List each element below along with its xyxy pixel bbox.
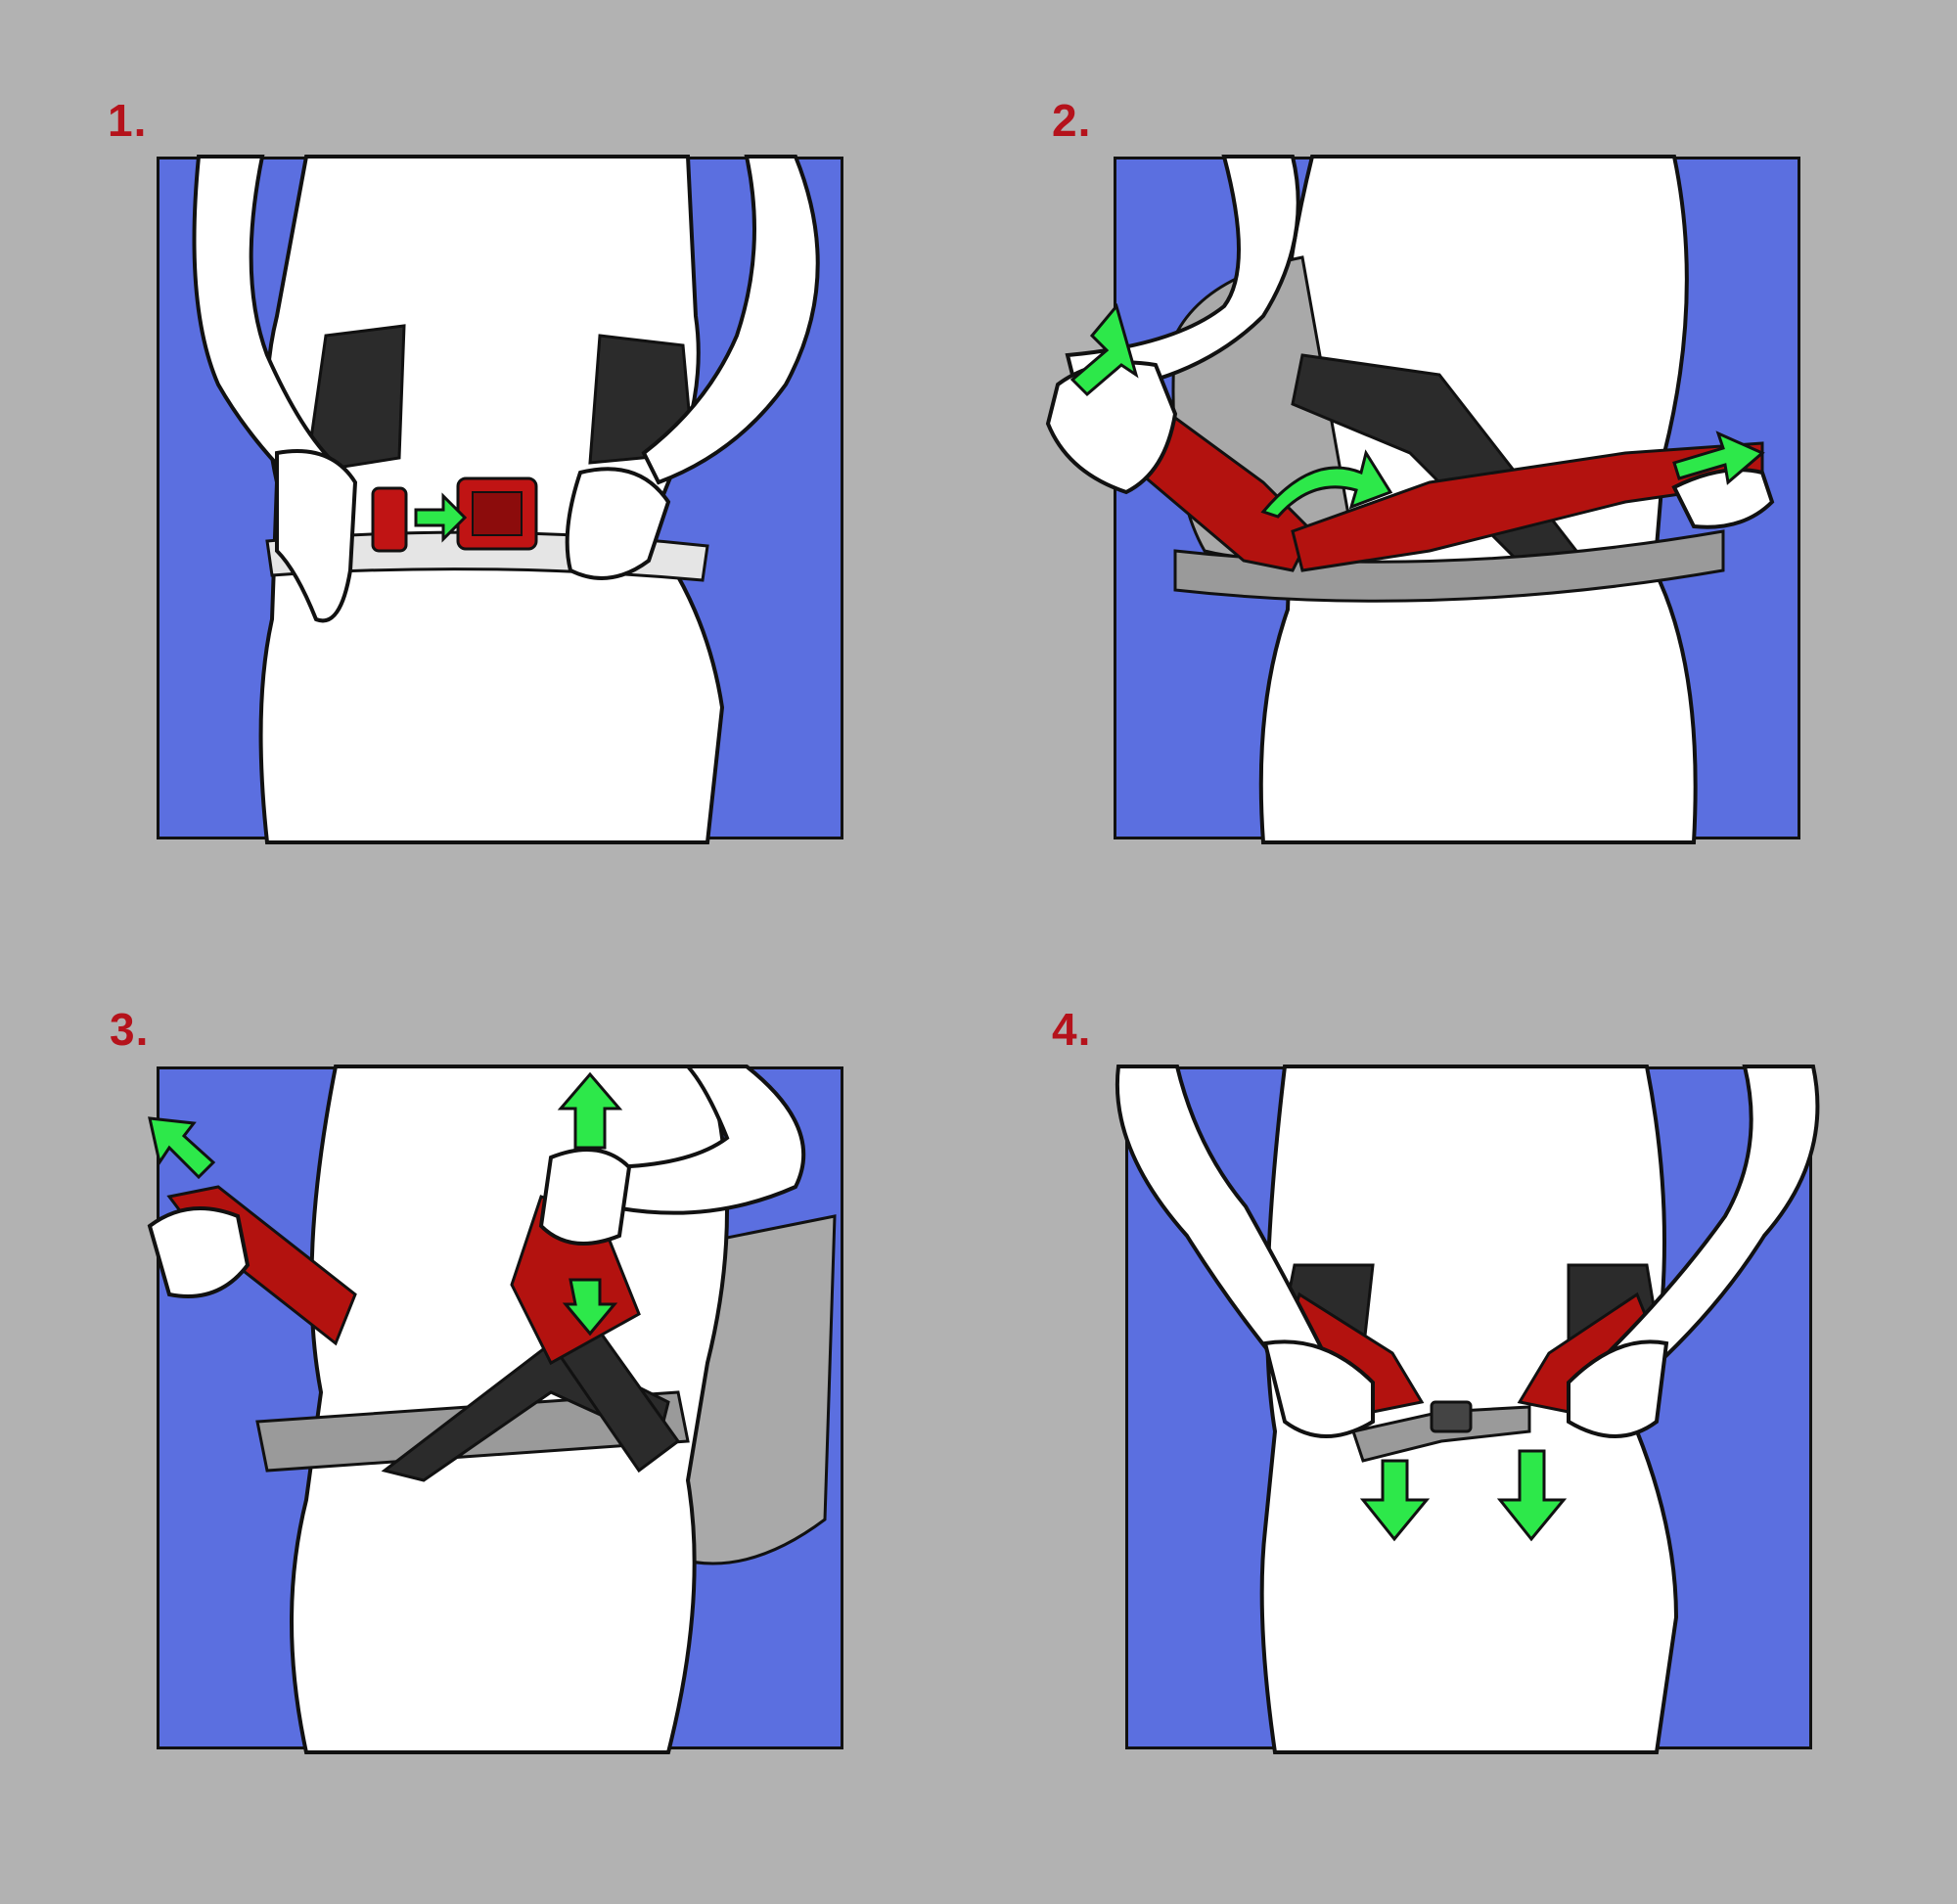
step-4-label: 4. <box>1052 1004 1092 1055</box>
left-hand <box>1262 1339 1375 1438</box>
right-hand <box>1671 468 1775 529</box>
pull-up-arrow-icon <box>557 1071 623 1150</box>
right-arm <box>641 155 820 485</box>
curved-arrow-icon <box>1260 449 1393 519</box>
step-2-label: 2. <box>1052 95 1092 146</box>
step-1-label: 1. <box>108 95 148 146</box>
step-2-illustration <box>1045 155 1775 844</box>
step-3-panel <box>147 1065 843 1754</box>
step-3-illustration <box>147 1065 837 1754</box>
left-hand <box>275 449 358 623</box>
down-arrow-left-icon <box>1359 1459 1431 1542</box>
step-1-panel <box>157 155 843 844</box>
step-4-illustration <box>1115 1065 1820 1754</box>
pull-right-arrow-icon <box>1672 431 1765 485</box>
left-hand <box>147 1206 250 1298</box>
down-arrow-right-icon <box>1496 1449 1568 1542</box>
right-hand <box>565 467 671 580</box>
pull-left-arrow-icon <box>148 1116 216 1180</box>
buckle-male <box>371 486 408 553</box>
buckle <box>1430 1400 1473 1433</box>
step-2-panel <box>1045 155 1800 844</box>
hip-strap-left <box>304 324 406 475</box>
step-3-label: 3. <box>110 1004 150 1055</box>
down-arrow-icon <box>562 1278 618 1337</box>
pull-left-arrow-icon <box>1070 302 1139 397</box>
right-arm <box>597 1065 806 1215</box>
direction-arrow-icon <box>414 492 468 543</box>
right-hand <box>1567 1339 1669 1438</box>
step-1-illustration <box>192 155 820 844</box>
step-4-panel <box>1115 1065 1820 1754</box>
right-hand <box>538 1148 632 1246</box>
